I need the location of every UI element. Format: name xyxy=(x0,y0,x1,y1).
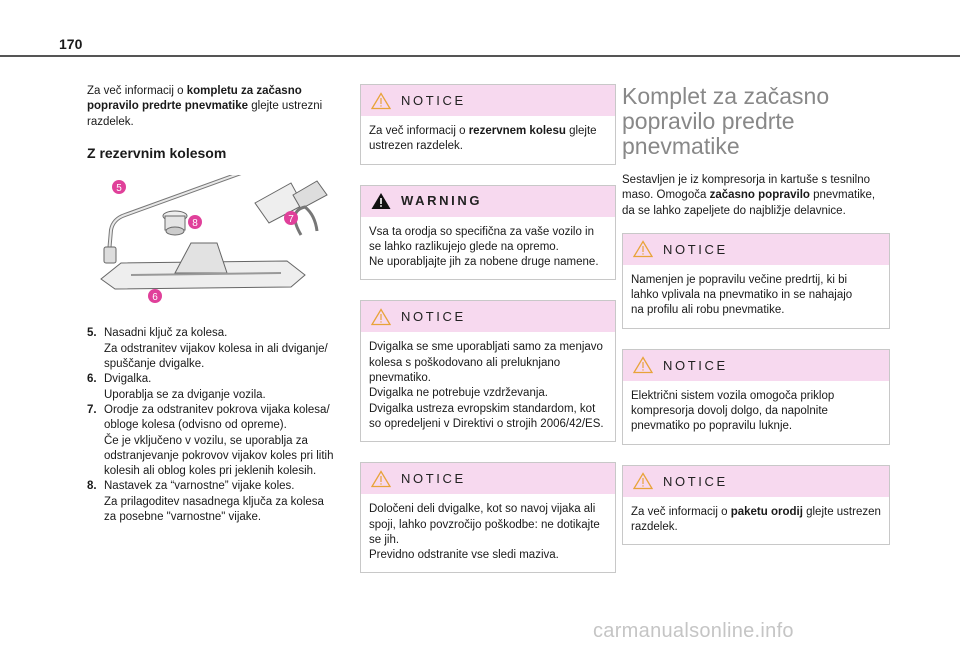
box-body: Električni sistem vozila omogoča priklop… xyxy=(631,389,835,433)
box-title: NOTICE xyxy=(401,309,466,325)
list-item: 5.Nasadni ključ za kolesa.Za odstranitev… xyxy=(87,327,328,371)
box-header: NOTICE xyxy=(623,465,889,497)
box-header: WARNING xyxy=(361,185,615,217)
box-body: Za več informacij o paketu orodij glejte… xyxy=(631,505,881,533)
intro-bold: kompletu za začasno popravilo predrte pn… xyxy=(87,85,302,113)
box-body: Za več informacij o rezervnem kolesu gle… xyxy=(369,125,597,153)
box-header: NOTICE xyxy=(361,301,615,333)
notice-box: NOTICE Za več informacij o paketu orodij… xyxy=(622,464,890,546)
box-title: NOTICE xyxy=(401,92,466,108)
svg-text:6: 6 xyxy=(152,292,158,303)
notice-box: NOTICE Za več informacij o rezervnem kol… xyxy=(360,84,616,165)
caution-outline-triangle-icon xyxy=(633,472,653,490)
svg-text:5: 5 xyxy=(116,183,122,194)
column-spare-wheel: Za več informacij o kompletu za začasno … xyxy=(87,84,349,525)
label-5: 5 xyxy=(112,180,126,195)
box-title: NOTICE xyxy=(663,357,728,373)
svg-text:8: 8 xyxy=(192,218,198,229)
box-title: NOTICE xyxy=(401,471,466,487)
notice-box: NOTICE Dvigalka se sme uporabljati samo … xyxy=(360,300,616,443)
section-subheading: Z rezervnim kolesom xyxy=(87,144,227,161)
box-header: NOTICE xyxy=(361,463,615,495)
box-header: NOTICE xyxy=(623,233,889,265)
intro-paragraph: Za več informacij o kompletu za začasno … xyxy=(87,84,349,130)
box-header: NOTICE xyxy=(623,349,889,381)
svg-text:7: 7 xyxy=(288,214,294,225)
box-title: WARNING xyxy=(401,193,483,209)
caution-outline-triangle-icon xyxy=(371,91,391,109)
box-body: Določeni deli dvigalke, kot so navoj vij… xyxy=(369,503,600,562)
box-title: NOTICE xyxy=(663,241,728,257)
intro-text: Za več informacij o xyxy=(87,85,187,97)
intro-text-end: glejte ustrezni razdelek. xyxy=(87,100,323,128)
warning-filled-triangle-icon xyxy=(371,193,391,210)
label-6: 6 xyxy=(148,289,162,304)
tool-kit-illustration: 5 8 7 6 xyxy=(100,171,328,304)
box-body: Namenjen je popravilu večine predrtij, k… xyxy=(631,273,853,317)
page-number: 170 xyxy=(59,36,83,52)
watermark-link[interactable]: carmanualsonline.info xyxy=(593,620,794,642)
notice-box: NOTICE Namenjen je popravilu večine pred… xyxy=(622,232,890,329)
column-repair-kit: Komplet za začasno popravilo predrte pne… xyxy=(622,84,890,565)
list-item: 6.Dvigalka.Uporablja se za dviganje vozi… xyxy=(87,373,266,401)
caution-outline-triangle-icon xyxy=(633,240,653,258)
caution-outline-triangle-icon xyxy=(371,308,391,326)
caution-outline-triangle-icon xyxy=(633,356,653,374)
caution-outline-triangle-icon xyxy=(371,470,391,487)
box-body: Vsa ta orodja so specifična za vaše vozi… xyxy=(369,225,599,269)
list-item: 7.Orodje za odstranitev pokrova vijaka k… xyxy=(87,403,334,478)
label-8: 8 xyxy=(188,215,202,230)
header-rule xyxy=(0,55,960,57)
notice-box: NOTICE Električni sistem vozila omogoča … xyxy=(622,348,890,445)
box-body: Dvigalka se sme uporabljati samo za menj… xyxy=(369,341,604,430)
label-7: 7 xyxy=(284,211,298,226)
notice-box: NOTICE Določeni deli dvigalke, kot so na… xyxy=(360,462,616,574)
section-title: Komplet za začasno popravilo predrte pne… xyxy=(622,83,830,159)
column-notices: NOTICE Za več informacij o rezervnem kol… xyxy=(360,84,616,593)
warning-box: WARNING Vsa ta orodja so specifična za v… xyxy=(360,184,616,281)
box-title: NOTICE xyxy=(663,473,728,489)
box-header: NOTICE xyxy=(361,85,615,116)
intro-paragraph: Sestavljen je iz kompresorja in kartuše … xyxy=(622,174,876,217)
list-item: 8.Nastavek za “varnostne” vijake koles.Z… xyxy=(87,480,324,524)
tool-list: 5.Nasadni ključ za kolesa.Za odstranitev… xyxy=(87,326,349,525)
